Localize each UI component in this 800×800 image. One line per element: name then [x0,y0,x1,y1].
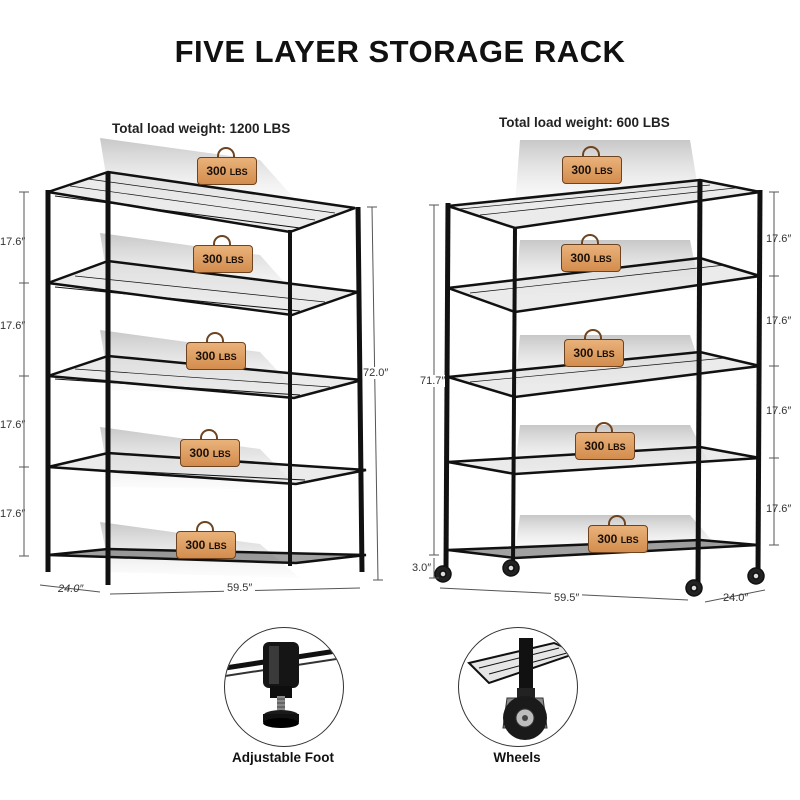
adjustable-foot-label: Adjustable Foot [232,750,334,765]
weight-handle-icon [584,329,602,340]
right-depth-dim: 24.0″ [723,592,749,604]
left-shelf-2-load-badge: 300 LBS [193,235,253,273]
right-spacing-dim-1: 17.6″ [766,233,792,245]
weight-handle-icon [196,521,214,532]
right-shelf-4-load-badge: 300 LBS [575,422,635,460]
right-shelf-1 [447,178,761,230]
left-shelf-4-load-badge: 300 LBS [180,429,240,467]
weight-handle-icon [200,429,218,440]
weight-handle-icon [206,332,224,343]
adjustable-foot-icon [225,642,343,728]
left-depth-dim: 24.0″ [58,583,84,595]
weight-handle-icon [213,235,231,246]
left-shelf-1-load-badge: 300 LBS [197,147,257,185]
left-height-dim: 72.0″ [363,367,389,379]
right-spacing-dim-3: 17.6″ [766,405,792,417]
right-spacing-dim-2: 17.6″ [766,315,792,327]
left-shelf-1 [47,170,356,234]
weight-handle-icon [582,146,600,157]
right-rack-wheels [434,559,765,597]
weight-handle-icon [595,422,613,433]
right-height-dim: 71.7″ [420,375,446,387]
weight-handle-icon [581,234,599,245]
wheel-caster-icon [467,638,577,740]
right-spacing-dim-4: 17.6″ [766,503,792,515]
left-spacing-dim-4: 17.6″ [0,508,26,520]
weight-handle-icon [608,515,626,526]
left-spacing-dim-1: 17.6″ [0,236,26,248]
left-spacing-dim-2: 17.6″ [0,320,26,332]
left-shelf-4 [47,451,367,486]
wheels-detail [458,627,578,747]
right-shelf-1-load-badge: 300 LBS [562,146,622,184]
left-spacing-dim-3: 17.6″ [0,419,26,431]
right-width-dim: 59.5″ [551,592,583,604]
adjustable-foot-detail [224,627,344,747]
right-load-caption: Total load weight: 600 LBS [499,115,670,130]
left-shelf-3-load-badge: 300 LBS [186,332,246,370]
left-shelf-5-load-badge: 300 LBS [176,521,236,559]
right-shelf-3-load-badge: 300 LBS [564,329,624,367]
weight-handle-icon [217,147,235,158]
page-title: FIVE LAYER STORAGE RACK [174,34,626,69]
left-width-dim: 59.5″ [224,582,256,594]
left-load-caption: Total load weight: 1200 LBS [112,121,291,136]
right-wheel-dim: 3.0″ [412,562,432,574]
wheels-label: Wheels [493,750,541,765]
right-shelf-5-load-badge: 300 LBS [588,515,648,553]
right-shelf-2-load-badge: 300 LBS [561,234,621,272]
